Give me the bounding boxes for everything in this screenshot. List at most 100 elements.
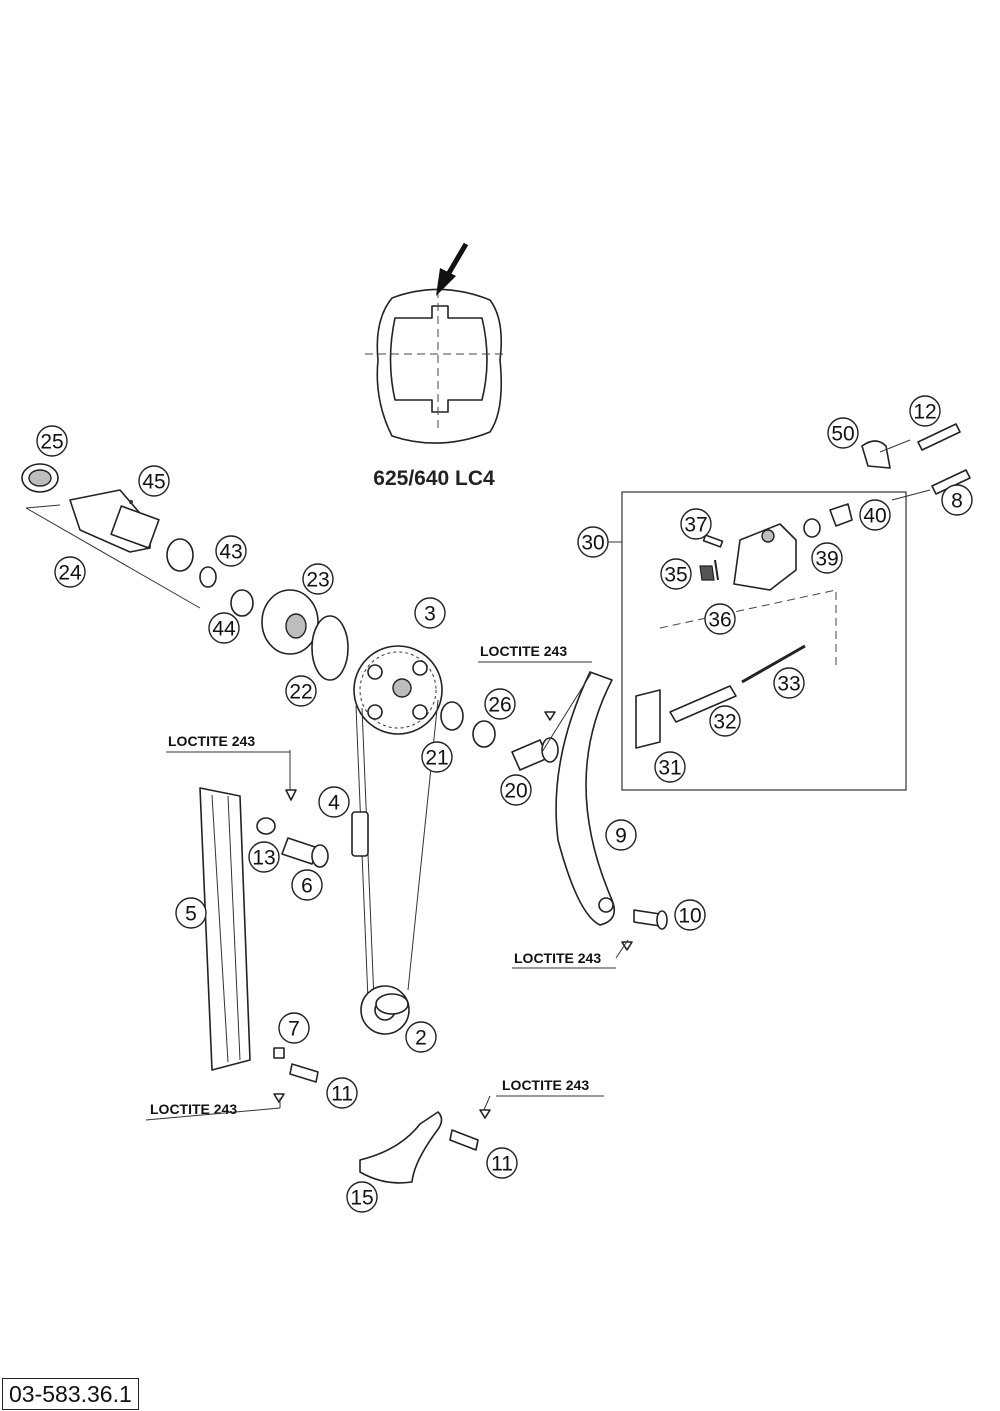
part-callout-4: 4 (318, 786, 350, 818)
svg-text:13: 13 (252, 847, 275, 870)
svg-text:23: 23 (306, 569, 329, 592)
svg-text:LOCTITE 243: LOCTITE 243 (480, 643, 567, 659)
svg-text:4: 4 (328, 792, 340, 815)
svg-text:36: 36 (708, 609, 731, 632)
svg-text:12: 12 (913, 401, 936, 424)
part-callout-9: 9 (605, 819, 637, 851)
svg-text:43: 43 (219, 541, 242, 564)
timing-chain (351, 699, 439, 1001)
svg-text:45: 45 (142, 471, 165, 494)
washer (440, 701, 464, 731)
part-callout-7: 7 (278, 1012, 310, 1044)
part-callout-31: 31 (654, 751, 686, 783)
sprocket-hub-detail: 625/640 LC4 (365, 242, 505, 490)
part-callout-15: 15 (346, 1181, 378, 1213)
svg-text:8: 8 (951, 490, 963, 513)
part-callout-25: 25 (36, 425, 68, 457)
loctite-label: LOCTITE 243 (496, 1077, 604, 1097)
loctite-label: LOCTITE 243 (145, 1101, 281, 1121)
loctite-label: LOCTITE 243 (478, 643, 592, 663)
svg-text:50: 50 (831, 423, 854, 446)
loctite-label: LOCTITE 243 (166, 733, 290, 753)
part-callout-37: 37 (680, 508, 712, 540)
tensioner-bolts (861, 423, 971, 495)
part-callout-8: 8 (941, 484, 973, 516)
chain-guide-rail (199, 787, 251, 1071)
svg-text:LOCTITE 243: LOCTITE 243 (150, 1101, 237, 1117)
part-callout-6: 6 (291, 869, 323, 901)
svg-text:10: 10 (678, 905, 701, 928)
svg-text:31: 31 (658, 757, 681, 780)
part-callout-22: 22 (285, 675, 317, 707)
svg-text:30: 30 (581, 532, 604, 555)
svg-text:15: 15 (350, 1187, 373, 1210)
part-callout-40: 40 (859, 499, 891, 531)
tensioner-assembly-box (621, 491, 907, 791)
svg-text:32: 32 (713, 711, 736, 734)
svg-text:3: 3 (424, 603, 436, 626)
svg-text:25: 25 (40, 431, 63, 454)
svg-text:7: 7 (288, 1018, 300, 1041)
svg-text:22: 22 (289, 681, 312, 704)
leader-lines (279, 439, 931, 1111)
part-callout-36: 36 (704, 603, 736, 635)
svg-text:LOCTITE 243: LOCTITE 243 (514, 950, 601, 966)
loctite-label: LOCTITE 243 (512, 950, 616, 969)
camshaft-sprocket (353, 645, 443, 735)
camshaft-group (21, 463, 254, 617)
part-callout-44: 44 (208, 612, 240, 644)
svg-text:LOCTITE 243: LOCTITE 243 (168, 733, 255, 749)
svg-text:40: 40 (863, 505, 886, 528)
part-callout-20: 20 (500, 774, 532, 806)
fasteners (256, 711, 668, 1151)
part-callout-10: 10 (674, 899, 706, 931)
part-callout-35: 35 (660, 558, 692, 590)
callouts: 25 45 24 43 44 23 22 3 21 26 20 4 13 6 5… (36, 395, 973, 1213)
svg-text:2: 2 (415, 1027, 427, 1050)
svg-text:26: 26 (488, 694, 511, 717)
part-callout-24: 24 (54, 556, 86, 588)
loctite-labels: LOCTITE 243 LOCTITE 243 LOCTITE 243 LOCT… (145, 643, 616, 1121)
part-callout-39: 39 (811, 542, 843, 574)
part-callout-3: 3 (414, 597, 446, 629)
part-callout-2: 2 (405, 1021, 437, 1053)
arrow-icon (436, 242, 469, 296)
svg-text:24: 24 (58, 562, 82, 585)
part-callout-26: 26 (484, 688, 516, 720)
part-callout-43: 43 (215, 535, 247, 567)
svg-text:9: 9 (615, 825, 627, 848)
svg-text:6: 6 (301, 875, 313, 898)
part-callout-30: 30 (577, 526, 609, 558)
seal-ring (472, 720, 496, 748)
tensioner-rail (555, 671, 616, 926)
tensioner-assembly (635, 503, 853, 749)
svg-text:5: 5 (185, 903, 197, 926)
part-callout-11: 11 (326, 1077, 358, 1109)
svg-text:11: 11 (491, 1153, 513, 1176)
part-callout-12: 12 (909, 395, 941, 427)
part-callout-21: 21 (421, 741, 453, 773)
svg-text:37: 37 (684, 514, 707, 537)
svg-text:11: 11 (331, 1083, 353, 1106)
figure-code: 03-583.36.1 (2, 1378, 139, 1410)
part-callout-33: 33 (773, 667, 805, 699)
part-callout-50: 50 (827, 417, 859, 449)
svg-text:39: 39 (815, 548, 838, 571)
detail-caption: 625/640 LC4 (373, 467, 495, 490)
part-callout-32: 32 (709, 705, 741, 737)
svg-text:LOCTITE 243: LOCTITE 243 (502, 1077, 589, 1093)
part-callout-23: 23 (302, 563, 334, 595)
svg-text:44: 44 (212, 618, 236, 641)
part-callout-13: 13 (248, 841, 280, 873)
bearing (261, 589, 349, 681)
part-callout-45: 45 (138, 465, 170, 497)
svg-text:33: 33 (777, 673, 800, 696)
crankshaft-sprocket (360, 985, 410, 1035)
svg-text:35: 35 (664, 564, 687, 587)
chain-guide-bracket (359, 1111, 443, 1184)
svg-text:20: 20 (504, 780, 527, 803)
part-callout-5: 5 (175, 897, 207, 929)
part-callout-11: 11 (486, 1147, 518, 1179)
svg-text:21: 21 (425, 747, 448, 770)
